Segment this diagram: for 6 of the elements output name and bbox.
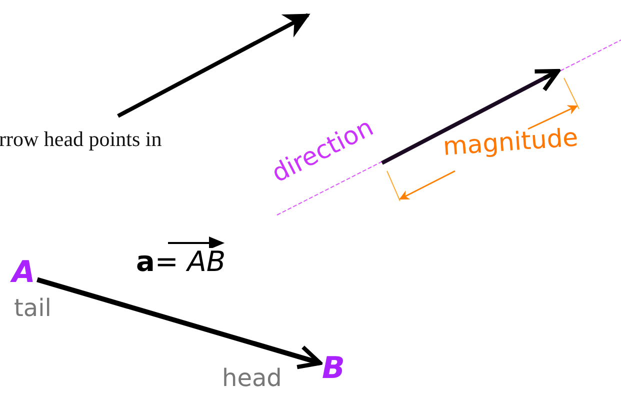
point-label: A: [12, 258, 36, 288]
magnitude-label: magnitude: [442, 124, 579, 160]
end-label: head: [222, 366, 282, 390]
arrow: [36, 277, 322, 370]
point-label: B: [322, 354, 345, 384]
end-label: tail: [14, 296, 52, 320]
